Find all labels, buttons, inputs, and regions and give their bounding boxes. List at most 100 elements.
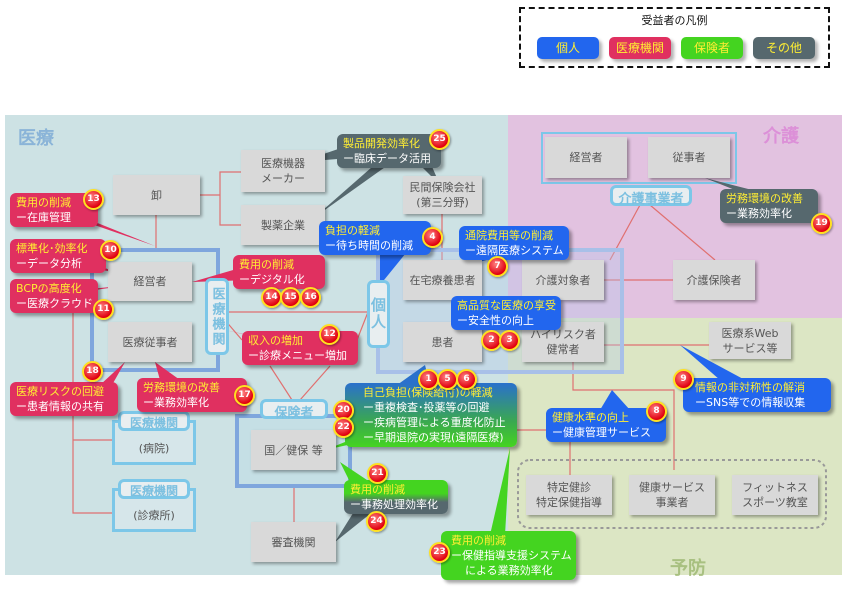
legend-other: その他	[753, 37, 815, 59]
node-label: 在宅療養患者	[409, 273, 476, 287]
node-label: サービス等	[722, 341, 778, 355]
callout-sub: ーデジタル化	[239, 273, 305, 286]
region-label-care: 介護	[763, 126, 799, 147]
node-label: 国／健保 等	[264, 443, 323, 457]
badge-18: 18	[82, 361, 103, 382]
badge-12: 12	[319, 324, 340, 345]
node-review-body: 審査機関	[251, 522, 336, 562]
badge-14: 14	[261, 287, 282, 308]
node-label: 医療従事者	[122, 335, 178, 349]
node-label: (第三分野)	[416, 196, 469, 209]
legend-title: 受益者の凡例	[641, 14, 708, 27]
badge-5: 5	[437, 369, 458, 390]
callout-sub: ー保健指導支援システム	[451, 549, 572, 562]
callout-risk: 医療リスクの回避ー患者情報の共有	[10, 382, 118, 416]
callout-sub: ー健康管理サービス	[552, 426, 651, 439]
callout-product-dev: 製品開発効率化ー臨床データ活用	[337, 134, 441, 168]
badge-9: 9	[673, 369, 694, 390]
callout-information: 情報の非対称性の解消ーSNS等での情報収集	[683, 378, 831, 412]
node-manager: 経営者	[108, 262, 192, 301]
badge-22: 22	[333, 417, 354, 438]
callout-title: 健康水準の向上	[552, 411, 629, 424]
node-fitness: フィットネススポーツ教室	[732, 475, 818, 515]
callout-title: 医療リスクの回避	[16, 385, 104, 398]
callout-burden: 負担の軽減ー待ち時間の削減	[319, 221, 431, 255]
node-label: 患者	[431, 335, 454, 349]
callout-standardization: 標準化･効率化ーデータ分析	[10, 239, 106, 273]
node-label: 経営者	[133, 275, 167, 288]
callout-sub: ー安全性の向上	[457, 314, 534, 327]
node-government: 国／健保 等	[251, 430, 336, 470]
callout-title: BCPの高度化	[16, 282, 82, 295]
node-label: 従事者	[672, 151, 706, 164]
callout-title: 高品質な医療の享受	[457, 299, 556, 312]
node-label: スポーツ教室	[742, 496, 808, 509]
hospital-tag: 医療機関	[118, 411, 190, 431]
badge-15: 15	[280, 287, 301, 308]
node-label: ハイリスク者	[530, 328, 596, 341]
callout-title: 費用の削減	[350, 483, 405, 496]
node-pharma: 製薬企業	[241, 205, 325, 245]
badge-1: 1	[418, 369, 439, 390]
callout-self-pay: 自己負担(保険給付)の軽減ー重複検査･投薬等の回避ー疾病管理による重度化防止ー早…	[345, 383, 517, 447]
badge-10: 10	[100, 240, 121, 261]
region-label-medical: 医療	[18, 128, 54, 149]
callout-title: 情報の非対称性の解消	[695, 381, 805, 394]
node-high-risk: ハイリスク者健常者	[522, 322, 604, 362]
callout-sub: ー遠隔医療システム	[465, 244, 564, 257]
node-checkup: 特定健診特定保健指導	[526, 475, 612, 515]
badge-6: 6	[456, 369, 477, 390]
callout-title: 費用の削減	[451, 534, 506, 547]
callout-cost-guidance: 費用の削減ー保健指導支援システムによる業務効率化	[441, 531, 576, 580]
node-label: 審査機関	[271, 535, 316, 549]
legend: 受益者の凡例 個人 医療機関 保険者 その他	[519, 7, 830, 68]
node-device-maker: 医療機器メーカー	[241, 150, 325, 192]
badge-13: 13	[83, 189, 104, 210]
node-label: (診療所)	[133, 509, 175, 522]
node-label: 特定保健指導	[536, 496, 602, 509]
node-care-manager: 経営者	[545, 137, 627, 178]
callout-commute-cost: 通院費用等の削減ー遠隔医療システム	[459, 226, 569, 260]
callout-revenue: 収入の増加ー診療メニュー増加	[242, 331, 358, 365]
callout-title: 費用の削減	[16, 196, 71, 209]
badge-3: 3	[499, 330, 520, 351]
callout-sub: ー在庫管理	[16, 211, 71, 224]
node-label: (病院)	[138, 441, 170, 455]
node-label: 介護保険者	[686, 273, 742, 287]
callout-sub: ー診療メニュー増加	[248, 349, 347, 362]
callout-bcp: BCPの高度化ー医療クラウド	[10, 279, 98, 313]
callout-sub: ー重複検査･投薬等の回避	[363, 401, 490, 414]
callout-cost-admin: 費用の削減ー事務処理効率化	[344, 480, 448, 514]
legend-medical: 医療機関	[609, 37, 671, 59]
legend-individual: 個人	[537, 37, 599, 59]
callout-title: 標準化･効率化	[16, 242, 88, 255]
badge-25: 25	[429, 129, 450, 150]
node-label: 製薬企業	[261, 218, 305, 232]
callout-title: 費用の削減	[239, 258, 294, 271]
node-medical-staff: 医療従事者	[108, 322, 192, 362]
callout-sub: ー業務効率化	[143, 396, 209, 409]
callout-cost-inventory: 費用の削減ー在庫管理	[10, 193, 98, 227]
badge-21: 21	[367, 463, 388, 484]
clinic-tag: 医療機関	[118, 479, 190, 499]
callout-title: 負担の軽減	[325, 224, 380, 237]
badge-24: 24	[366, 511, 387, 532]
callout-labor-care: 労務環境の改善ー業務効率化	[720, 189, 818, 223]
badge-19: 19	[811, 213, 832, 234]
group-individual: 個人	[367, 280, 390, 348]
node-care-insurer: 介護保険者	[673, 260, 755, 300]
callout-title: 収入の増加	[248, 334, 303, 347]
legend-insurer: 保険者	[681, 37, 743, 59]
node-label: 事業者	[655, 496, 689, 509]
callout-sub: ー待ち時間の削減	[325, 239, 413, 252]
group-medical-institution: 医療機関	[205, 278, 229, 355]
node-care-staff: 従事者	[648, 137, 730, 178]
callout-quality: 高品質な医療の享受ー安全性の向上	[451, 296, 561, 330]
callout-labor-medical: 労務環境の改善ー業務効率化	[137, 378, 247, 412]
node-home-patient: 在宅療養患者	[403, 260, 482, 300]
callout-title: 自己負担(保険給付)の軽減	[363, 386, 493, 399]
badge-7: 7	[487, 256, 508, 277]
node-care-recipient: 介護対象者	[522, 260, 604, 300]
callout-sub: による業務効率化	[465, 564, 553, 577]
node-label: フィットネス	[742, 481, 808, 494]
